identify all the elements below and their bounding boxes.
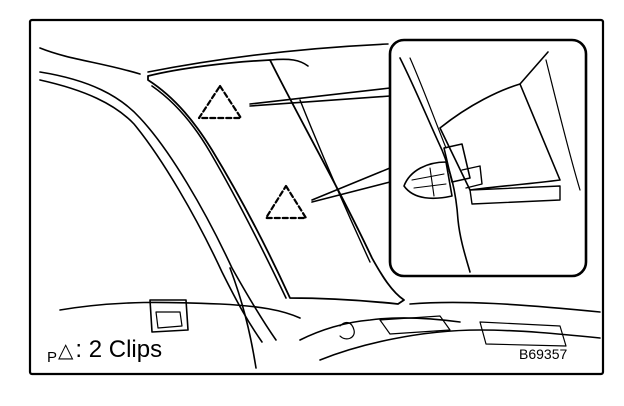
dashed-triangle-icon: [264, 184, 308, 220]
leader-line-lower-2: [311, 181, 391, 203]
clip-groove-3: [429, 167, 435, 197]
legend-prefix: P: [47, 349, 58, 366]
figure-frame: [28, 18, 605, 376]
figure-code: B69357: [519, 346, 568, 362]
inset-body-line: [545, 59, 581, 191]
pillar-outer-edge: [39, 71, 277, 341]
door-handle: [155, 311, 183, 329]
dash-line-1: [299, 317, 461, 341]
dash-line-2: [319, 329, 601, 361]
pillar-inner-edge: [39, 79, 263, 343]
legend-triangle-icon: △: [58, 340, 74, 362]
dashed-triangle-icon: [197, 84, 243, 120]
leader-line-lower-1: [311, 167, 391, 201]
dash-knob: [339, 321, 355, 340]
leader-line-upper-1: [249, 87, 391, 105]
garnish-top-edge: [269, 58, 309, 67]
clip-base: [461, 165, 483, 189]
door-handle-recess: [149, 299, 189, 333]
inset-garnish-edge: [519, 51, 549, 85]
roof-line: [147, 43, 389, 73]
legend-text: 2 Clips: [88, 336, 163, 363]
clip-groove-1: [411, 173, 445, 181]
inset-garnish: [439, 83, 561, 191]
dash-top-line: [409, 301, 601, 313]
inset-panel-edge-2: [409, 57, 447, 149]
garnish-ridge: [299, 99, 371, 263]
legend-separator: :: [75, 336, 83, 363]
headliner-edge: [39, 47, 141, 75]
garnish-inner-fold: [151, 85, 287, 299]
inset-garnish-base: [469, 185, 561, 205]
inset-frame: [388, 38, 588, 278]
clip-head: [443, 143, 471, 183]
clip-legend: P△: 2 Clips: [47, 336, 162, 372]
dash-vent: [379, 315, 451, 335]
body-panel-line: [59, 301, 301, 319]
clip-detail-inset: [388, 38, 588, 278]
dash-panel: [479, 321, 567, 347]
clip-body: [403, 161, 453, 200]
door-edge-line: [229, 267, 257, 369]
clip-groove-2: [413, 183, 447, 189]
leader-line-upper-2: [249, 95, 391, 107]
